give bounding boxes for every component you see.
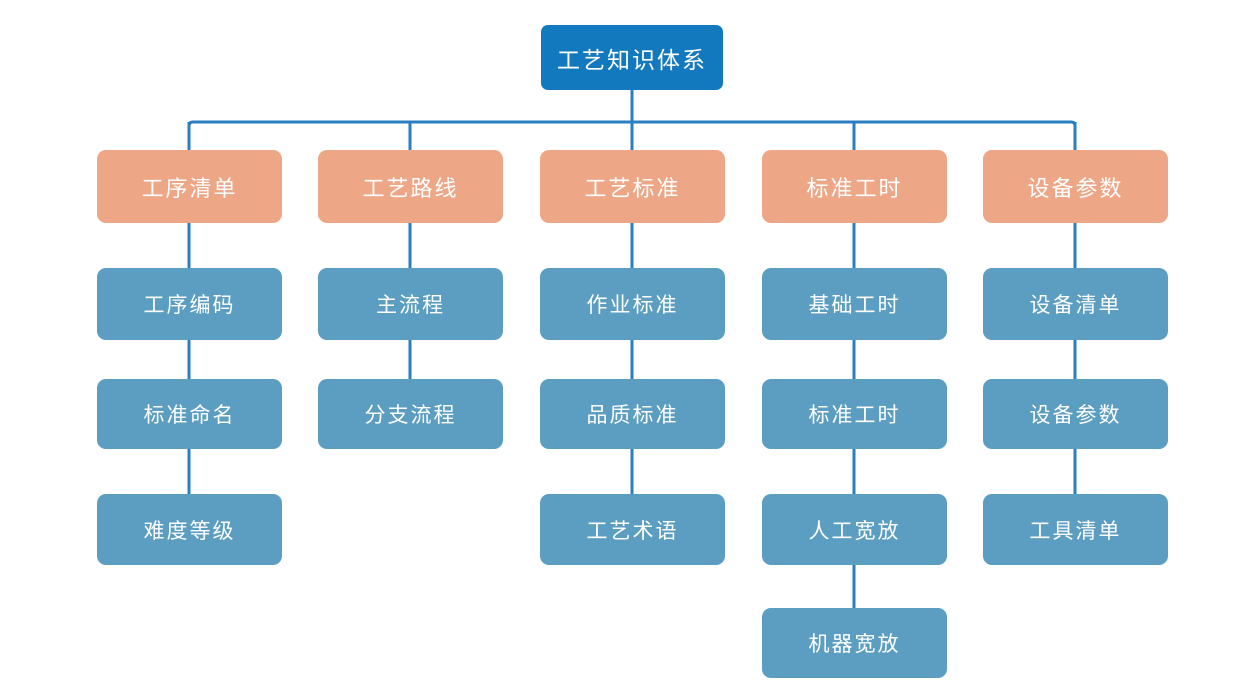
node-leaf-c4-r2-label: 标准工时 — [808, 404, 901, 427]
node-leaf-c4-r4-label: 机器宽放 — [808, 633, 901, 656]
connector-bus — [187, 120, 1077, 137]
node-leaf-c2-r2-label: 分支流程 — [364, 404, 457, 427]
node-category-3[interactable]: 工艺标准 — [540, 150, 725, 223]
node-root-label: 工艺知识体系 — [557, 46, 707, 73]
node-category-1-label: 工序清单 — [141, 175, 238, 201]
node-leaf-c1-r2[interactable]: 标准命名 — [97, 379, 282, 449]
node-category-2-label: 工艺路线 — [362, 175, 459, 201]
node-leaf-c4-r4[interactable]: 机器宽放 — [762, 608, 947, 678]
node-leaf-c4-r1-label: 基础工时 — [808, 294, 901, 317]
node-leaf-c3-r2[interactable]: 品质标准 — [540, 379, 725, 449]
node-leaf-c3-r2-label: 品质标准 — [586, 404, 679, 427]
node-category-2[interactable]: 工艺路线 — [318, 150, 503, 223]
node-category-5[interactable]: 设备参数 — [983, 150, 1168, 223]
node-leaf-c3-r1[interactable]: 作业标准 — [540, 268, 725, 340]
node-leaf-c2-r1-label: 主流程 — [376, 294, 445, 317]
node-leaf-c3-r1-label: 作业标准 — [586, 294, 679, 317]
node-leaf-c4-r2[interactable]: 标准工时 — [762, 379, 947, 449]
node-leaf-c5-r2-label: 设备参数 — [1029, 404, 1122, 427]
node-category-5-label: 设备参数 — [1027, 175, 1124, 201]
node-leaf-c5-r3[interactable]: 工具清单 — [983, 494, 1168, 565]
node-leaf-c5-r1[interactable]: 设备清单 — [983, 268, 1168, 340]
node-leaf-c4-r3[interactable]: 人工宽放 — [762, 494, 947, 565]
node-leaf-c1-r3[interactable]: 难度等级 — [97, 494, 282, 565]
node-leaf-c1-r3-label: 难度等级 — [143, 519, 236, 543]
node-leaf-c1-r1[interactable]: 工序编码 — [97, 268, 282, 340]
node-leaf-c5-r2[interactable]: 设备参数 — [983, 379, 1168, 449]
node-leaf-c1-r2-label: 标准命名 — [143, 404, 236, 427]
node-leaf-c1-r1-label: 工序编码 — [143, 294, 236, 317]
node-leaf-c3-r3-label: 工艺术语 — [586, 519, 679, 543]
node-leaf-c5-r1-label: 设备清单 — [1029, 294, 1122, 317]
node-leaf-c3-r3[interactable]: 工艺术语 — [540, 494, 725, 565]
node-category-4[interactable]: 标准工时 — [762, 150, 947, 223]
node-leaf-c4-r1[interactable]: 基础工时 — [762, 268, 947, 340]
node-category-1[interactable]: 工序清单 — [97, 150, 282, 223]
node-root[interactable]: 工艺知识体系 — [541, 25, 723, 90]
node-leaf-c2-r1[interactable]: 主流程 — [318, 268, 503, 340]
node-leaf-c5-r3-label: 工具清单 — [1029, 519, 1122, 543]
node-leaf-c2-r2[interactable]: 分支流程 — [318, 379, 503, 449]
node-category-3-label: 工艺标准 — [584, 175, 681, 201]
node-category-4-label: 标准工时 — [806, 175, 903, 201]
node-leaf-c4-r3-label: 人工宽放 — [808, 519, 901, 543]
